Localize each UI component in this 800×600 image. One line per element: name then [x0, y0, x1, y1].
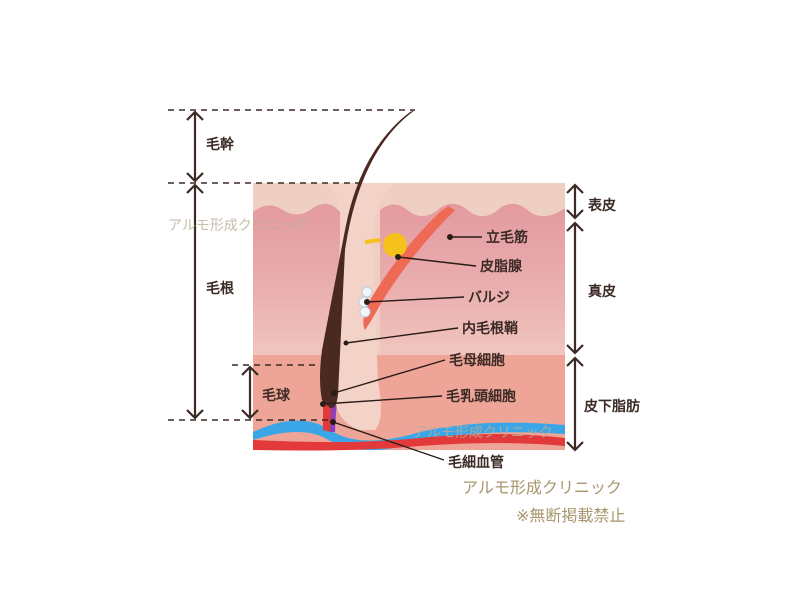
label-bulge: バルジ: [468, 290, 510, 306]
watermark: アルモ形成クリニック: [168, 218, 308, 234]
gland-duct: [364, 238, 381, 244]
label-epidermis: 表皮: [587, 197, 616, 214]
label-inner-root-sheath: 内毛根鞘: [462, 320, 518, 337]
credit-notice: ※無断掲載禁止: [516, 506, 625, 525]
skin-cross-section: [253, 110, 565, 451]
arrector-pili-muscle: [363, 206, 455, 330]
dimension-lines: [168, 109, 584, 452]
vein: [253, 420, 565, 451]
label-dermal-papilla-cells: 毛乳頭細胞: [446, 388, 516, 405]
sebaceous-gland-shape: [383, 233, 407, 257]
bulge-cell: [359, 306, 371, 318]
label-arrector-pili: 立毛筋: [486, 229, 528, 246]
label-sebaceous-gland: 皮脂腺: [479, 258, 523, 275]
label-hair-bulb: 毛球: [262, 387, 291, 404]
label-dermis: 真皮: [588, 283, 616, 300]
label-hair-shaft: 毛幹: [206, 136, 235, 153]
hair-shaft: [320, 110, 415, 409]
label-subcutaneous-fat: 皮下脂肪: [583, 398, 640, 415]
leader-lines: [320, 234, 482, 461]
artery: [253, 434, 565, 451]
label-hair-matrix-cells: 毛母細胞: [449, 352, 505, 369]
label-capillaries: 毛細血管: [448, 454, 504, 471]
credit-clinic: アルモ形成クリニック: [462, 478, 622, 497]
watermark: アルモ形成クリニック: [413, 425, 553, 441]
label-hair-root: 毛根: [206, 280, 235, 297]
bulge-cell: [361, 286, 373, 298]
